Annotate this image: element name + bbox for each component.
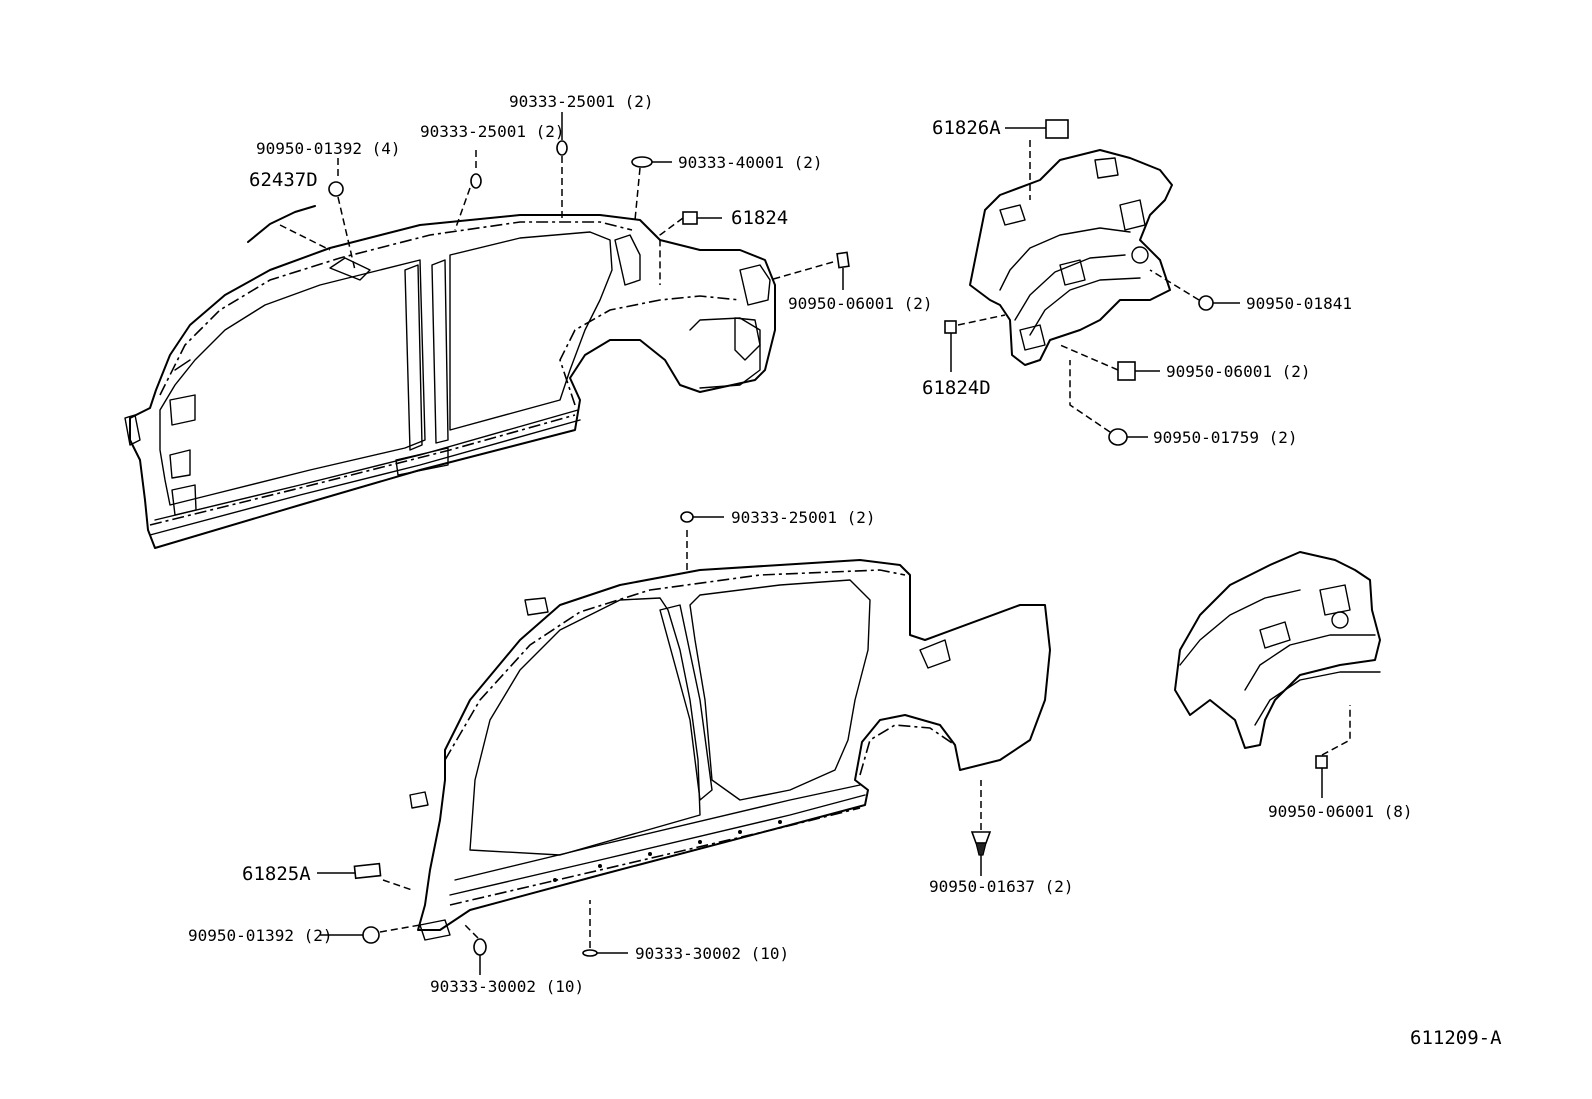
figure-id: 611209-A <box>1410 1027 1502 1049</box>
label-90950-06001-b: 90950-06001 (2) <box>1166 362 1311 381</box>
label-90950-06001-c: 90950-06001 (8) <box>1268 802 1413 821</box>
label-90950-01392-4: 90950-01392 (4) <box>256 139 401 158</box>
label-61824D: 61824D <box>922 377 991 399</box>
label-90950-06001-a: 90950-06001 (2) <box>788 294 933 313</box>
label-90333-25001-a: 90333-25001 (2) <box>420 122 565 141</box>
label-90333-25001-b: 90333-25001 (2) <box>509 92 654 111</box>
upper-wheel-housing-drawing <box>969 149 1173 366</box>
label-90333-30002-b: 90333-30002 (10) <box>635 944 789 963</box>
label-61825A: 61825A <box>242 863 311 885</box>
upper-side-panel-drawing <box>124 214 776 549</box>
label-90950-01637: 90950-01637 (2) <box>929 877 1074 896</box>
label-90950-01392-2: 90950-01392 (2) <box>188 926 333 945</box>
label-62437D: 62437D <box>249 169 318 191</box>
label-61826A: 61826A <box>932 117 1001 139</box>
label-90950-01759: 90950-01759 (2) <box>1153 428 1298 447</box>
label-90333-30002-a: 90333-30002 (10) <box>430 977 584 996</box>
label-90333-25001-c: 90333-25001 (2) <box>731 508 876 527</box>
label-61824: 61824 <box>731 207 788 229</box>
label-90333-40001: 90333-40001 (2) <box>678 153 823 172</box>
label-90950-01841: 90950-01841 <box>1246 294 1352 313</box>
lower-wheel-housing-drawing <box>1174 551 1381 749</box>
lower-side-panel-drawing <box>409 559 1051 941</box>
